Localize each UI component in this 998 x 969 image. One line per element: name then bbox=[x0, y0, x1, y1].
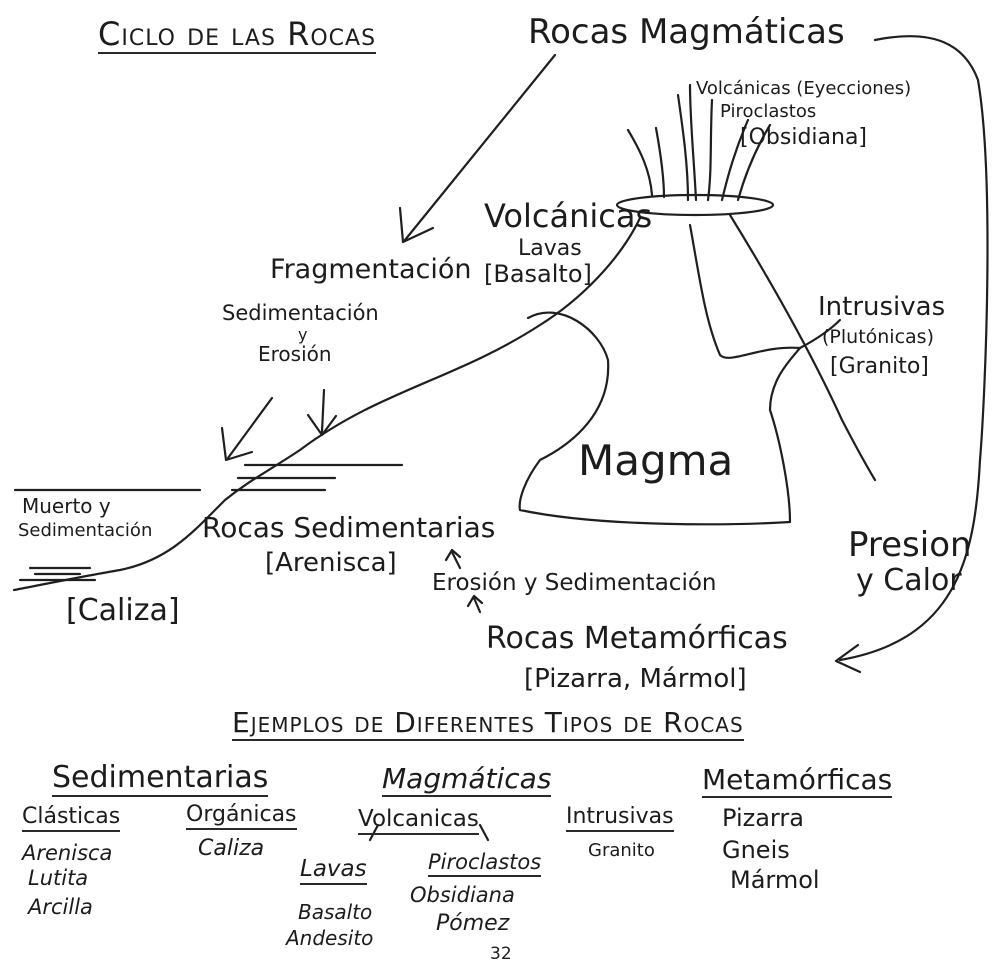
item-arenisca: Arenisca bbox=[22, 841, 113, 865]
item-lutita: Lutita bbox=[28, 866, 89, 890]
volcano-crater bbox=[615, 193, 775, 217]
eruption-plume bbox=[626, 128, 654, 197]
heading-intrusivas: Intrusivas bbox=[566, 806, 674, 832]
label-granito: [Granito] bbox=[830, 354, 929, 379]
item-arcilla: Arcilla bbox=[28, 895, 93, 919]
label-caliza: [Caliza] bbox=[66, 593, 180, 628]
item-caliza: Caliza bbox=[198, 836, 265, 861]
label-rocas-sedimentarias: Rocas Sedimentarias bbox=[202, 511, 496, 544]
heading-metamorficas: Metamórficas bbox=[702, 763, 893, 798]
item-obsidiana: Obsidiana bbox=[410, 883, 515, 907]
label-rocas-metamorficas: Rocas Metamórficas bbox=[486, 621, 788, 656]
heading-lavas: Lavas bbox=[300, 858, 367, 885]
label-magma: Magma bbox=[578, 436, 734, 485]
label-erosion-sedimentacion: Erosión y Sedimentación bbox=[432, 570, 717, 596]
item-marmol: Mármol bbox=[730, 866, 820, 894]
cycle-title: Ciclo de las Rocas bbox=[98, 15, 377, 54]
label-calor: y Calor bbox=[856, 563, 962, 598]
label-fragmentacion: Fragmentación bbox=[270, 254, 472, 285]
heading-clasticas: Clásticas bbox=[22, 806, 121, 832]
label-rocas-magmaticas: Rocas Magmáticas bbox=[528, 12, 845, 52]
heading-magmaticas: Magmáticas bbox=[382, 762, 552, 797]
label-volcanicas-eyecciones: Volcánicas (Eyecciones) bbox=[696, 78, 912, 99]
volcano-right-slope bbox=[728, 213, 877, 482]
arrow-erosion-right bbox=[320, 388, 326, 434]
label-basalto: [Basalto] bbox=[484, 260, 592, 288]
label-arenisca: [Arenisca] bbox=[265, 548, 397, 578]
examples-title: Ejemplos de Diferentes Tipos de Rocas bbox=[232, 706, 744, 741]
label-sedimentacion: Sedimentación bbox=[222, 301, 379, 325]
label-y: y bbox=[298, 325, 308, 344]
arrow-up-erosion bbox=[472, 596, 482, 614]
arrowhead-fragmentacion bbox=[398, 206, 435, 244]
arrow-magmaticas-to-fragmentacion bbox=[403, 53, 557, 242]
item-pomez: Pómez bbox=[436, 911, 510, 936]
item-gneis: Gneis bbox=[722, 836, 790, 864]
page-number: 32 bbox=[490, 944, 512, 964]
label-erosion: Erosión bbox=[258, 342, 332, 366]
label-pizarra-marmol: [Pizarra, Mármol] bbox=[524, 664, 747, 694]
heading-volcanicas: Volcanicas bbox=[358, 808, 479, 835]
item-granito: Granito bbox=[588, 840, 655, 861]
label-presion: Presion bbox=[848, 525, 972, 565]
arrow-up-sedimentarias bbox=[450, 550, 462, 570]
arrow-erosion-left bbox=[226, 396, 274, 460]
heading-organicas: Orgánicas bbox=[186, 804, 297, 830]
item-basalto: Basalto bbox=[298, 900, 373, 924]
item-pizarra: Pizarra bbox=[722, 804, 804, 832]
arrowhead-metamorficas bbox=[834, 643, 862, 674]
label-lavas: Lavas bbox=[518, 236, 582, 261]
label-intrusivas: Intrusivas bbox=[818, 292, 946, 322]
arrow-magmaticas-to-metamorficas bbox=[838, 35, 989, 662]
label-volcanicas-lavas-group: Volcánicas bbox=[484, 197, 653, 235]
heading-sedimentarias: Sedimentarias bbox=[52, 760, 269, 797]
label-plutonicas: (Plutónicas) bbox=[822, 326, 934, 348]
label-obsidiana: [Obsidiana] bbox=[740, 125, 868, 150]
magma-chamber bbox=[518, 223, 802, 526]
label-sedimentacion-marina: Sedimentación bbox=[18, 520, 153, 541]
item-andesito: Andesito bbox=[286, 926, 374, 950]
label-muerto: Muerto y bbox=[22, 494, 111, 518]
heading-piroclastos: Piroclastos bbox=[428, 852, 542, 877]
label-piroclastos: Piroclastos bbox=[720, 101, 817, 122]
